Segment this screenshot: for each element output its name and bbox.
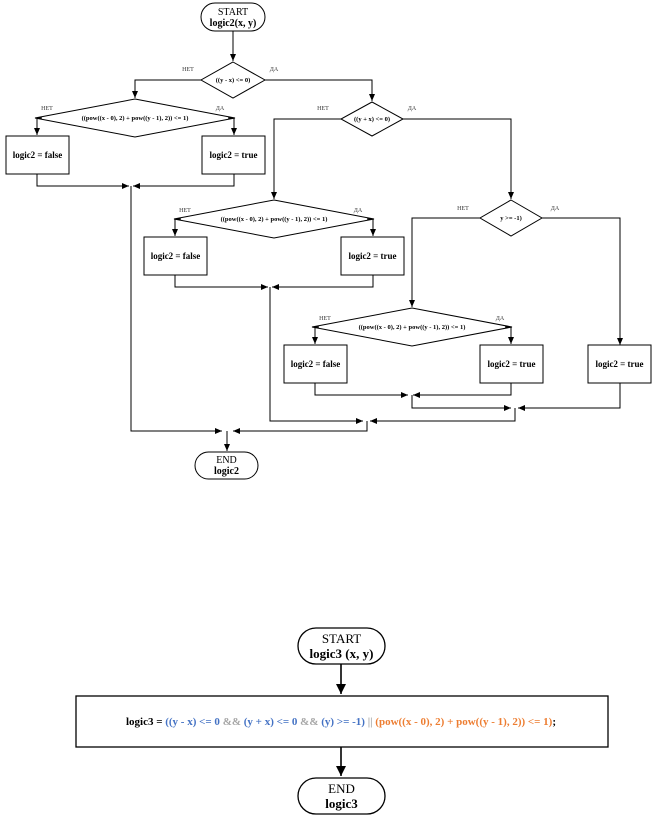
expr-part-y-ge: (y) >= -1) bbox=[321, 716, 365, 728]
decision-circle-left-text: ((pow((x - 0), 2) + pow((y - 1), 2)) <= … bbox=[82, 115, 189, 122]
decision-circle-left: ((pow((x - 0), 2) + pow((y - 1), 2)) <= … bbox=[34, 98, 236, 138]
expr-prefix: logic3 = bbox=[126, 716, 165, 728]
branch-label-no: НЕТ bbox=[317, 106, 329, 112]
logic2-end-terminator: END logic2 bbox=[194, 451, 259, 480]
process-text: logic2 = true bbox=[348, 251, 396, 261]
decision-y-plus-x: ((y + x) <= 0) bbox=[339, 101, 405, 137]
process-text: logic2 = true bbox=[209, 150, 257, 160]
logic3-start-signature: logic3 (x, y) bbox=[310, 646, 374, 661]
process-logic2-false-1: logic2 = false bbox=[5, 135, 70, 175]
logic2-end-name: logic2 bbox=[214, 466, 239, 477]
connector bbox=[367, 218, 376, 236]
decision-circle-bottom-text: ((pow((x - 0), 2) + pow((y - 1), 2)) <= … bbox=[359, 324, 466, 331]
logic2-end-text: END bbox=[216, 455, 237, 466]
branch-label-no: НЕТ bbox=[41, 106, 53, 112]
process-logic2-true-4: logic2 = true bbox=[587, 344, 652, 384]
branch-label-yes: ДА bbox=[354, 208, 363, 214]
connector bbox=[133, 174, 235, 189]
logic3-end-terminator: END logic3 bbox=[297, 777, 386, 815]
process-text: logic2 = false bbox=[13, 150, 63, 160]
decision-y-plus-x-text: ((y + x) <= 0) bbox=[354, 116, 390, 123]
branch-label-no: НЕТ bbox=[457, 206, 469, 212]
process-logic2-true-1: logic2 = true bbox=[201, 135, 266, 175]
connector bbox=[370, 408, 516, 424]
connector bbox=[132, 79, 201, 98]
process-logic2-false-3: logic2 = false bbox=[283, 344, 348, 384]
connector bbox=[269, 287, 363, 424]
logic3-start-terminator: START logic3 (x, y) bbox=[297, 627, 386, 665]
expr-op-or: || bbox=[365, 716, 375, 728]
connector bbox=[174, 275, 268, 290]
expr-part-y-minus-x: ((y - x) <= 0 bbox=[165, 716, 220, 728]
decision-y-ge-minus1-text: y >= -1) bbox=[500, 215, 522, 222]
branch-label-no: НЕТ bbox=[182, 67, 194, 73]
branch-label-yes: ДА bbox=[551, 206, 560, 212]
connector bbox=[505, 326, 514, 344]
connector bbox=[228, 117, 237, 135]
decision-circle-bottom: ((pow((x - 0), 2) + pow((y - 1), 2)) <= … bbox=[311, 307, 513, 347]
logic3-end-name: logic3 bbox=[325, 796, 358, 811]
connector bbox=[265, 79, 375, 101]
logic3-start-text: START bbox=[322, 631, 361, 646]
process-logic2-false-2: logic2 = false bbox=[143, 236, 208, 276]
connector bbox=[411, 395, 511, 411]
connector bbox=[233, 421, 368, 434]
connector bbox=[130, 186, 222, 434]
connector bbox=[409, 217, 480, 307]
process-logic2-true-2: logic2 = true bbox=[340, 236, 405, 276]
decision-circle-middle-text: ((pow((x - 0), 2) + pow((y - 1), 2)) <= … bbox=[221, 216, 328, 223]
expr-op-and-1: && bbox=[220, 716, 244, 728]
connector bbox=[518, 383, 621, 411]
expr-part-circle: (pow((x - 0), 2) + pow((y - 1), 2)) <= 1… bbox=[375, 716, 552, 728]
decision-circle-middle: ((pow((x - 0), 2) + pow((y - 1), 2)) <= … bbox=[173, 199, 375, 239]
logic3-end-text: END bbox=[328, 781, 355, 796]
connector bbox=[34, 117, 42, 135]
branch-label-no: НЕТ bbox=[319, 316, 331, 322]
logic2-start-terminator: START logic2(x, y) bbox=[200, 2, 266, 32]
branch-label-no: НЕТ bbox=[179, 208, 191, 214]
expr-terminator: ; bbox=[552, 716, 556, 728]
process-text: logic2 = false bbox=[151, 251, 201, 261]
connector bbox=[172, 218, 181, 236]
decision-y-minus-x: ((y - x) <= 0) bbox=[199, 61, 267, 99]
connector bbox=[403, 118, 514, 199]
expr-op-and-2: && bbox=[297, 716, 321, 728]
decision-y-minus-x-text: ((y - x) <= 0) bbox=[216, 77, 250, 84]
process-logic2-true-3: logic2 = true bbox=[479, 344, 544, 384]
process-text: logic2 = true bbox=[595, 359, 643, 369]
connector bbox=[36, 174, 129, 189]
branch-label-yes: ДА bbox=[496, 316, 505, 322]
connector bbox=[413, 383, 512, 398]
connector bbox=[312, 326, 319, 344]
branch-label-yes: ДА bbox=[270, 67, 279, 73]
connector bbox=[542, 217, 623, 345]
logic3-flowchart: START logic3 (x, y) logic3 = ((y - x) <=… bbox=[75, 627, 609, 815]
decision-y-ge-minus1: y >= -1) bbox=[479, 199, 543, 237]
connector bbox=[271, 118, 341, 199]
connector bbox=[314, 383, 408, 398]
process-text: logic2 = false bbox=[291, 359, 341, 369]
process-text: logic2 = true bbox=[487, 359, 535, 369]
connector bbox=[272, 275, 374, 290]
logic3-process-box: logic3 = ((y - x) <= 0 && (y + x) <= 0 &… bbox=[75, 695, 609, 748]
expr-part-y-plus-x: (y + x) <= 0 bbox=[244, 716, 298, 728]
branch-label-yes: ДА bbox=[408, 106, 417, 112]
logic2-start-text: START bbox=[218, 7, 248, 18]
logic3-expression: logic3 = ((y - x) <= 0 && (y + x) <= 0 &… bbox=[126, 716, 556, 728]
branch-label-yes: ДА bbox=[216, 106, 225, 112]
logic2-start-signature: logic2(x, y) bbox=[210, 18, 257, 29]
logic2-flowchart: START logic2(x, y) ((y - x) <= 0) НЕТ ДА… bbox=[5, 2, 652, 480]
